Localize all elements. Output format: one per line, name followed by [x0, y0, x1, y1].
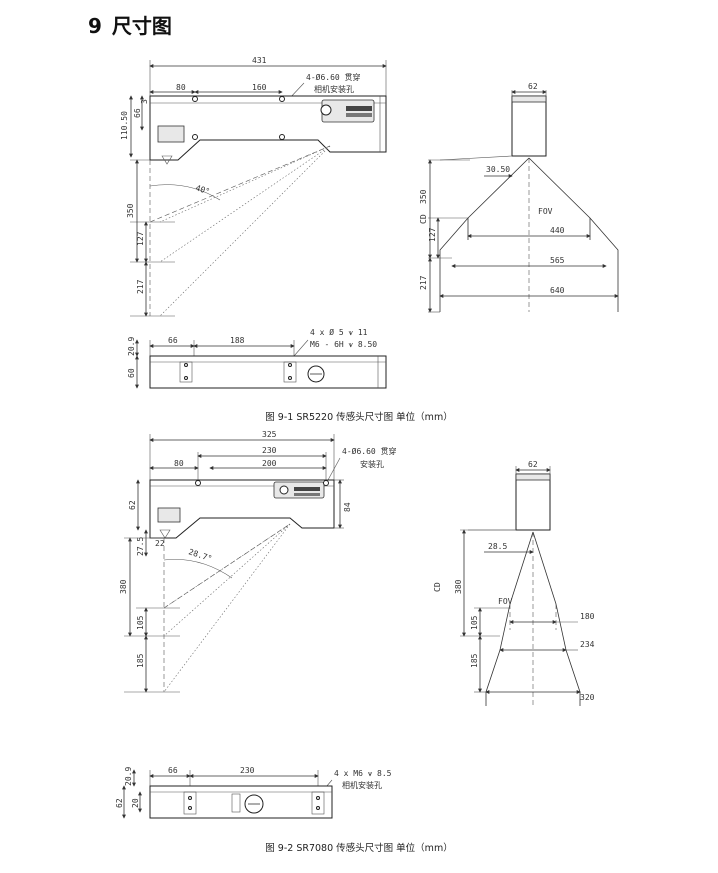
f1-bottom-note-2: M6 - 6H ⩛ 8.50 [310, 340, 377, 349]
f1-front-440: 440 [550, 226, 565, 235]
f2-front-fov: FOV [498, 597, 513, 606]
figure1-bottom-view: 66 188 4 x Ø 5 ⩛ 11 M6 - 6H ⩛ 8.50 20.9 … [127, 327, 387, 389]
f1-front-30-50: 30.50 [486, 165, 510, 174]
f2-dim-80: 80 [174, 459, 184, 468]
f2-front-28-5: 28.5 [488, 542, 507, 551]
f1-front-565: 565 [550, 256, 565, 265]
f1-front-217: 217 [419, 275, 428, 290]
figure1-front-view: 62 30.50 FOV 440 565 640 350 CD 127 [419, 82, 619, 313]
f1-angle: 40° [194, 183, 211, 196]
f1-bottom-188: 188 [230, 336, 245, 345]
f2-front-62: 62 [528, 460, 538, 469]
f2-bottom-note-1: 4 x M6 ⩛ 8.5 [334, 769, 392, 778]
f2-dim-325: 325 [262, 430, 277, 439]
f2-dim-27-5: 27.5 [136, 537, 145, 556]
f2-dim-380: 380 [119, 579, 128, 594]
f2-front-body [515, 473, 551, 531]
f1-dim-350: 350 [126, 203, 135, 218]
f1-hole-note-1: 4-Ø6.60 贯穿 [306, 72, 361, 82]
f1-dim-217: 217 [136, 279, 145, 294]
f1-bottom-60: 60 [127, 368, 136, 378]
f2-bottom-62: 62 [115, 798, 124, 808]
f2-hole-note-2: 安装孔 [360, 459, 384, 469]
f2-dim-105: 105 [136, 615, 145, 630]
f1-dim-66: 66 [133, 108, 142, 118]
f2-dim-84: 84 [343, 502, 352, 512]
f1-dim-80: 80 [176, 83, 186, 92]
f1-bottom-20-9: 20.9 [127, 337, 136, 356]
figure2-caption: 图 9-2 SR7080 传感头尺寸图 单位（mm） [265, 843, 453, 854]
f2-dim-230: 230 [262, 446, 277, 455]
f2-dim-22: 22 [155, 539, 165, 548]
section-heading: 9 尺寸图 [88, 10, 172, 39]
figure1-caption: 图 9-1 SR5220 传感头尺寸图 单位（mm） [265, 412, 453, 423]
figure2-bottom-view: 66 230 4 x M6 ⩛ 8.5 相机安装孔 20.9 62 20 [115, 766, 392, 819]
f2-front-180: 180 [580, 612, 595, 621]
f2-front-cd: CD [433, 582, 442, 592]
f2-front-185: 185 [470, 653, 479, 668]
f2-bottom-66: 66 [168, 766, 178, 775]
f2-bottom-body [149, 785, 333, 819]
figure2-front-view: 62 28.5 FOV 180 234 320 380 CD [433, 460, 595, 706]
f2-bottom-20: 20 [131, 798, 140, 808]
f1-dim-127: 127 [136, 231, 145, 246]
f2-bottom-note-2: 相机安装孔 [342, 780, 382, 790]
f2-bottom-230: 230 [240, 766, 255, 775]
f1-front-body [511, 95, 547, 157]
figure2-side-view: 325 230 80 200 4-Ø6.60 贯穿 安装孔 84 [119, 430, 397, 693]
section-title: 尺寸图 [111, 14, 172, 38]
f1-dim-160: 160 [252, 83, 267, 92]
f1-bottom-66: 66 [168, 336, 178, 345]
f1-bottom-body [149, 355, 387, 389]
f1-front-640: 640 [550, 286, 565, 295]
f2-dim-200: 200 [262, 459, 277, 468]
f2-hole-note-1: 4-Ø6.60 贯穿 [342, 446, 397, 456]
f2-front-234: 234 [580, 640, 595, 649]
f2-front-320: 320 [580, 693, 595, 702]
section-number: 9 [88, 14, 102, 38]
f1-dim-110-50: 110.50 [120, 111, 129, 140]
f1-front-350: 350 [419, 189, 428, 204]
f1-front-127: 127 [428, 227, 437, 242]
f1-bottom-note-1: 4 x Ø 5 ⩛ 11 [310, 327, 368, 337]
f2-front-105: 105 [470, 615, 479, 630]
f2-dim-185: 185 [136, 653, 145, 668]
f1-front-cd: CD [419, 214, 428, 224]
figure1-side-view: 431 80 160 4-Ø6.60 贯穿 相机安装孔 110.50 66 3 [120, 56, 387, 317]
f2-bottom-20-9: 20.9 [124, 767, 133, 786]
f1-dim-431: 431 [252, 56, 267, 65]
f2-front-380: 380 [454, 579, 463, 594]
f1-front-62: 62 [528, 82, 538, 91]
f1-front-fov: FOV [538, 207, 553, 216]
f1-hole-note-2: 相机安装孔 [314, 84, 354, 94]
f1-dim-3: 3 [140, 99, 149, 104]
f2-dim-62: 62 [128, 500, 137, 510]
